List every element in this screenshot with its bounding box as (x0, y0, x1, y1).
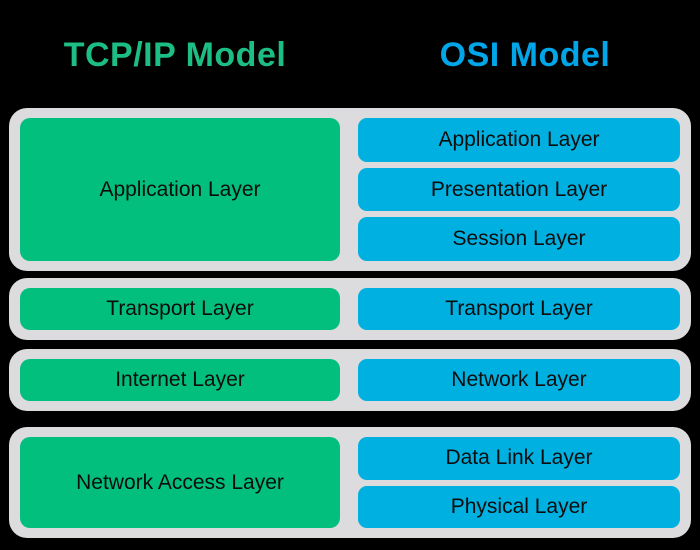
column-headers: TCP/IP Model OSI Model (0, 34, 700, 76)
osi-layer-stack: Data Link Layer Physical Layer (358, 437, 680, 528)
osi-data-link-layer-box: Data Link Layer (358, 437, 680, 480)
tcpip-network-access-layer-box: Network Access Layer (20, 437, 340, 528)
osi-layer-stack: Application Layer Presentation Layer Ses… (358, 118, 680, 262)
osi-layer-stack: Transport Layer (358, 288, 680, 330)
layer-row-application: Application Layer Application Layer Pres… (9, 108, 691, 271)
layer-row-internet: Internet Layer Network Layer (9, 349, 691, 411)
layer-row-network-access: Network Access Layer Data Link Layer Phy… (9, 427, 691, 538)
osi-transport-layer-box: Transport Layer (358, 288, 680, 330)
osi-network-layer-box: Network Layer (358, 359, 680, 401)
osi-session-layer-box: Session Layer (358, 217, 680, 262)
osi-physical-layer-box: Physical Layer (358, 485, 680, 528)
osi-model-heading: OSI Model (439, 36, 611, 74)
layer-row-transport: Transport Layer Transport Layer (9, 278, 691, 340)
osi-application-layer-box: Application Layer (358, 118, 680, 162)
tcpip-internet-layer-box: Internet Layer (20, 359, 340, 401)
tcpip-transport-layer-box: Transport Layer (20, 288, 340, 330)
osi-presentation-layer-box: Presentation Layer (358, 167, 680, 212)
osi-layer-stack: Network Layer (358, 359, 680, 401)
tcpip-model-heading: TCP/IP Model (63, 36, 287, 74)
tcpip-application-layer-box: Application Layer (20, 118, 340, 261)
